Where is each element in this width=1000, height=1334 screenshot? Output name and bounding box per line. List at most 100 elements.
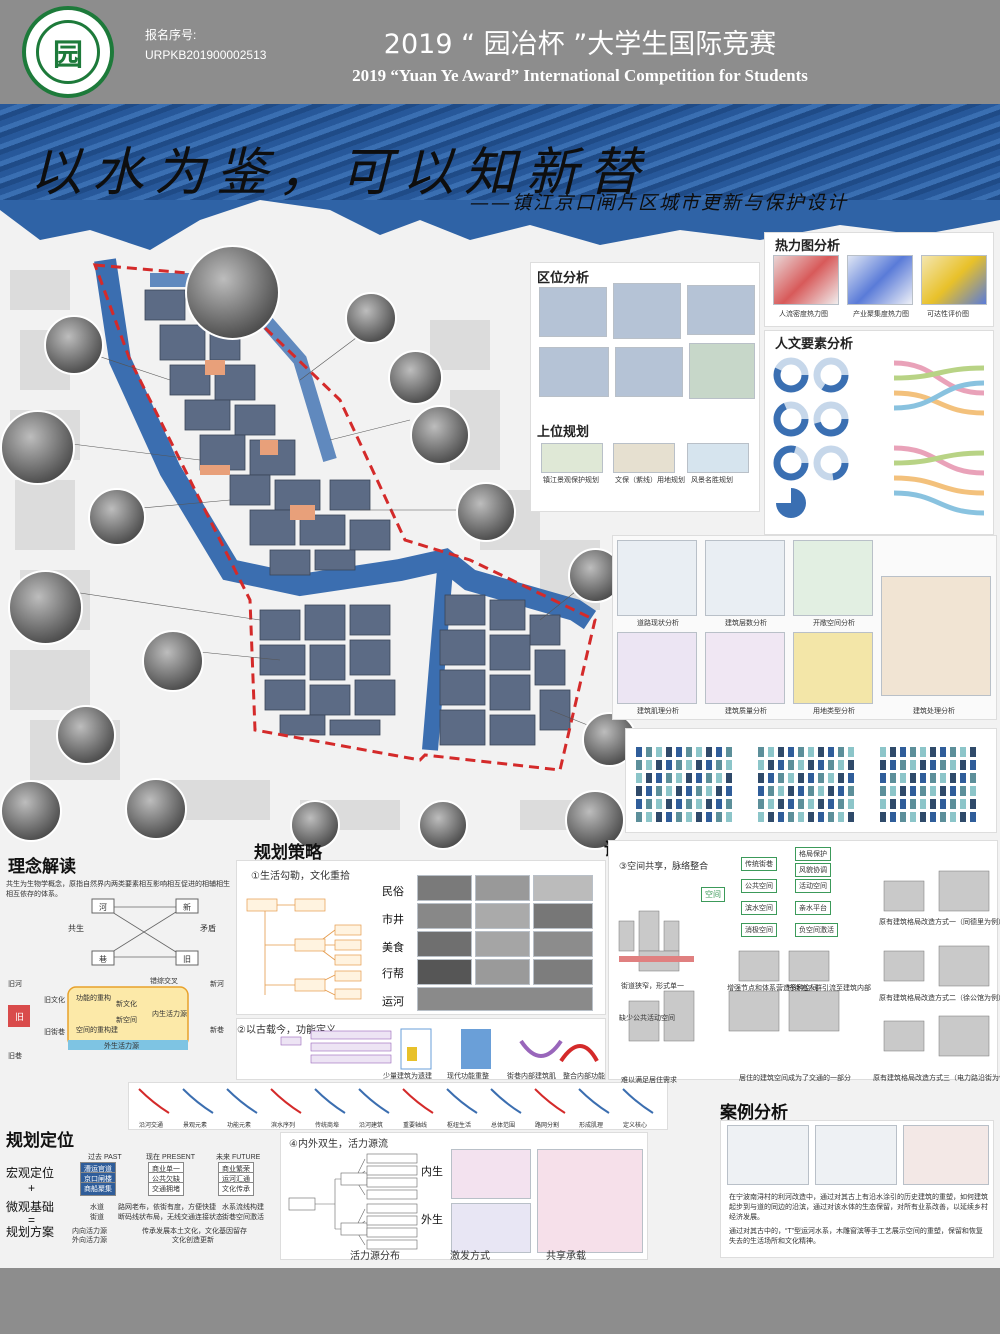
positioning-panel: 过去 PAST 现在 PRESENT 未来 FUTURE 漕运官道 京口闸楼 商… — [72, 1150, 277, 1244]
strategy-photo — [533, 931, 593, 957]
design-branch: 消极空间 — [741, 923, 777, 937]
site-photo — [185, 245, 280, 340]
flow-step-label: 重要轴线 — [403, 1121, 427, 1129]
case-map — [727, 1125, 809, 1185]
pictogram-figure — [950, 812, 956, 822]
design-result: 风貌协调 — [795, 863, 831, 877]
pictogram-figure — [950, 773, 956, 783]
flow-step-label: 滨水序列 — [271, 1121, 295, 1129]
concept-flow-label: 旧巷 — [8, 1053, 22, 1060]
positioning-line: 宏观定位 — [6, 1166, 55, 1180]
pictogram-figure — [960, 760, 966, 770]
pictogram-figure — [940, 773, 946, 783]
pictogram-figure — [656, 786, 662, 796]
case-map — [903, 1125, 989, 1185]
strategy-item-1: ①生活勾勒，文化重拾 — [251, 871, 350, 882]
strategy-item2-label: 街巷内部建筑肌 — [507, 1073, 556, 1080]
pictogram-figure — [726, 799, 732, 809]
pictogram-grid — [636, 747, 976, 822]
strategy-photo — [417, 987, 593, 1011]
canal-middle — [422, 569, 453, 751]
pictogram-figure — [940, 799, 946, 809]
pictogram-figure — [930, 812, 936, 822]
pictogram-figure — [920, 747, 926, 757]
positioning-line: = — [28, 1213, 36, 1227]
pictogram-figure — [900, 747, 906, 757]
flow-row-panel: 沿河交通景观元素功能元素滨水序列传统商埠沿河建筑重要轴线枢纽生活总体范围路网分割… — [128, 1082, 668, 1130]
pictogram-figure — [848, 773, 854, 783]
heatmap-thumb — [847, 255, 913, 305]
pictogram-figure — [960, 786, 966, 796]
case-title: 案例分析 — [720, 1103, 788, 1122]
pictogram-figure — [788, 773, 794, 783]
heatmap-label: 人流密度热力图 — [779, 311, 828, 318]
pictogram-figure — [940, 812, 946, 822]
pictogram-figure — [778, 773, 784, 783]
pictogram-figure — [686, 760, 692, 770]
pictogram-figure — [880, 786, 886, 796]
pictogram-figure — [666, 773, 672, 783]
strategy-item-4: ④内外双生，活力源流 — [289, 1139, 388, 1150]
pictogram-figure — [656, 747, 662, 757]
concept-flow-label: 空间的重构建 — [76, 1027, 118, 1034]
flow-step-icon — [402, 1088, 434, 1114]
pictogram-figure — [666, 812, 672, 822]
pictogram-figure — [636, 812, 642, 822]
strategy-photo — [533, 875, 593, 901]
design-mode-label: 原有建筑格局改造方式三（电力路沿街为例） — [873, 1075, 1000, 1082]
pictogram-figure — [970, 786, 976, 796]
pictogram-figure — [716, 773, 722, 783]
row-street: 街道 — [90, 1214, 104, 1221]
site-photo — [456, 482, 516, 542]
pictogram-figure — [900, 760, 906, 770]
pictogram-figure — [808, 812, 814, 822]
pictogram-figure — [646, 773, 652, 783]
pictogram-figure — [818, 799, 824, 809]
pictogram-figure — [788, 786, 794, 796]
title-english: 2019 “Yuan Ye Award” International Compe… — [352, 66, 808, 85]
pictogram-figure — [960, 812, 966, 822]
site-photo — [410, 405, 470, 465]
concept-flow-label: 旧街巷 — [44, 1029, 65, 1036]
present-item: 交通拥堵 — [148, 1182, 184, 1196]
heatmap-title: 热力图分析 — [775, 238, 841, 253]
concept-flow-label: 新空间 — [116, 1017, 137, 1024]
southeast-blocks — [439, 594, 571, 746]
pictogram-figure — [910, 773, 916, 783]
case-text: 在宁波南浔村的利河改造中，通过对其古上有沿水涂引的历史建筑的重塑，如何建筑起步到… — [729, 1194, 988, 1221]
flow-step-label: 总体范围 — [491, 1121, 515, 1129]
flow-step-label: 功能元素 — [227, 1121, 251, 1129]
logo-seal-icon: 园 — [36, 20, 100, 84]
concept-panel: 共生为生物学概念，原指自然界内两类要素相互影响相互促进的相辅相生相互依存的体系。… — [4, 875, 234, 1067]
humanity-donut-charts — [773, 357, 849, 518]
strategy-photo — [475, 903, 530, 929]
strategy-tree-diagram — [246, 898, 362, 1000]
concept-flow-label: 旧河 — [8, 981, 22, 988]
pictogram-figure — [910, 760, 916, 770]
pictogram-figure — [656, 812, 662, 822]
concept-new: 新 — [183, 903, 191, 912]
pictogram-figure — [788, 747, 794, 757]
pictogram-figure — [646, 812, 652, 822]
pictogram-figure — [726, 786, 732, 796]
pictogram-figure — [798, 812, 804, 822]
analysis-label: 建筑质量分析 — [725, 708, 767, 715]
pictogram-figure — [636, 760, 642, 770]
pictogram-figure — [940, 760, 946, 770]
footer-bar — [0, 1268, 1000, 1334]
case-text-2: 通过对其古中的，“T”型运河水系，木雕窗滨等手工艺展示空间的重塑，保留和恢复失去… — [729, 1228, 983, 1245]
strategy-function-diagram — [280, 1028, 599, 1070]
pictogram-figure — [768, 760, 774, 770]
flow-step-icon — [270, 1088, 302, 1114]
pictogram-figure — [666, 747, 672, 757]
pictogram-figure — [950, 760, 956, 770]
registration-number: URPKB201900002513 — [145, 48, 267, 62]
pictogram-figure — [716, 760, 722, 770]
site-photo — [0, 410, 75, 485]
strategy-photo — [475, 931, 530, 957]
pictogram-figure — [880, 799, 886, 809]
pictogram-figure — [890, 799, 896, 809]
design-note: 将街道人群引流至建筑内部 — [787, 985, 871, 992]
strategy-title: 规划策略 — [254, 843, 322, 862]
pictogram-figure — [838, 773, 844, 783]
